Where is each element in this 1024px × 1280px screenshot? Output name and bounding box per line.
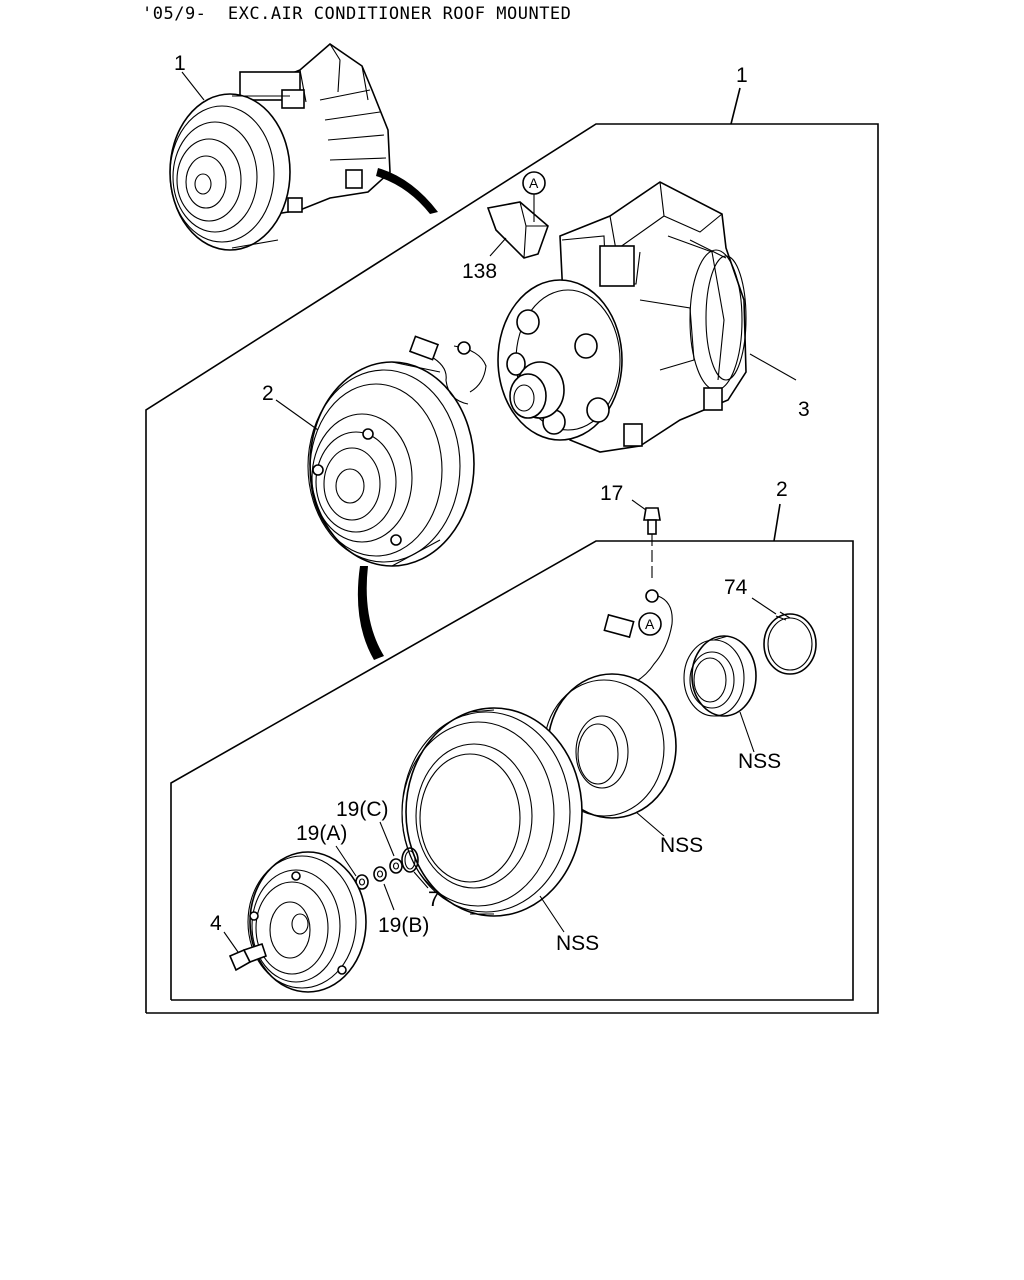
pulley [401, 707, 583, 933]
compressor-3 [497, 181, 797, 453]
pressure-plate [223, 851, 367, 993]
callout-labels: 1 1 138 2 3 17 2 74 NSS NSS NSS 19(C) 19… [174, 52, 810, 955]
clutch-frame [170, 503, 854, 1001]
callout-19a: 19(A) [296, 822, 347, 845]
callout-7: 7 [428, 888, 440, 911]
callout-19b: 19(B) [378, 914, 429, 937]
diagram-title: '05/9- EXC.AIR CONDITIONER ROOF MOUNTED [142, 4, 572, 24]
callout-4: 4 [210, 912, 222, 935]
callout-nss-coil: NSS [660, 834, 703, 857]
callout-1-top: 1 [174, 52, 186, 75]
callout-3: 3 [798, 398, 810, 421]
callout-19c: 19(C) [336, 798, 389, 821]
ref-a-top: A [529, 175, 539, 191]
clutch-assembly-2 [275, 335, 487, 660]
callout-nss-pulley: NSS [556, 932, 599, 955]
shims-and-ring [335, 821, 429, 911]
callout-2-box: 2 [776, 478, 788, 501]
callout-74: 74 [724, 576, 748, 599]
bearing [683, 635, 757, 753]
compressor-assembly-top [169, 42, 438, 251]
callout-1-box: 1 [736, 64, 748, 87]
snap-ring-74 [751, 597, 817, 675]
screw-17: A [603, 499, 673, 691]
assembly-frame [145, 87, 879, 1014]
bracket-138: A [486, 171, 549, 259]
callout-2-clutch: 2 [262, 382, 274, 405]
callout-138: 138 [462, 260, 497, 283]
callout-17: 17 [600, 482, 623, 505]
callout-nss-bearing: NSS [738, 750, 781, 773]
ref-a-wire: A [645, 616, 655, 632]
